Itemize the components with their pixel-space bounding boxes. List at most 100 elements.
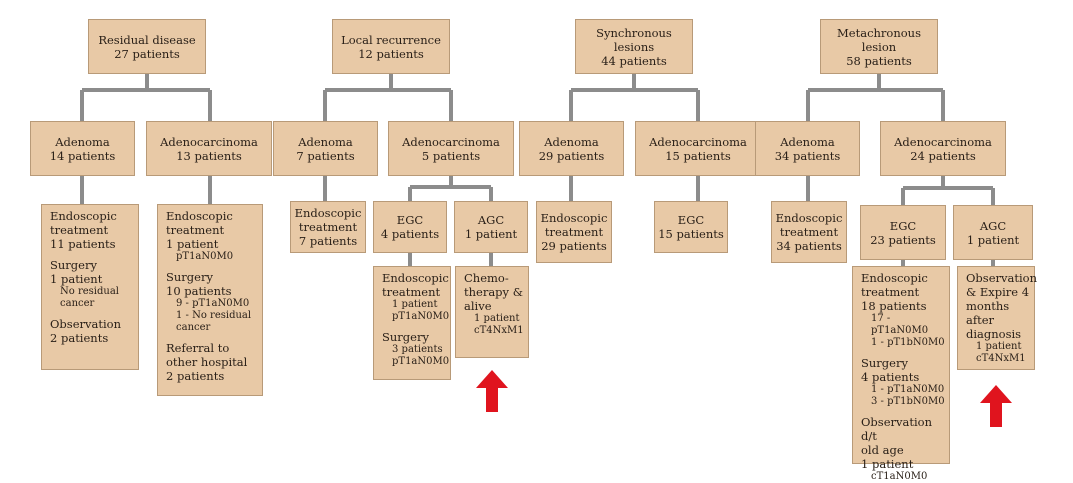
box-text-line: 27 patients xyxy=(114,46,180,61)
box-detail-line: cT4NxM1 xyxy=(976,353,1026,364)
box-detail-line: 1 - No residual xyxy=(176,310,252,321)
box-detail-line: 17 - pT1aN0M0 xyxy=(871,313,929,336)
box-text-line: treatment xyxy=(779,225,839,239)
box-text-line: 24 patients xyxy=(910,148,976,163)
box-text-line: lesion xyxy=(861,39,897,54)
box-detail-line: 1 - pT1bN0M0 xyxy=(871,337,945,348)
box-detail-line: pT1aN0M0 xyxy=(392,356,450,367)
box-text-line: Adenocarcinoma xyxy=(160,134,258,149)
box-detail-line: 1 - pT1aN0M0 xyxy=(871,384,945,395)
box-text-line: 1 patient xyxy=(464,227,518,241)
box-text-line: 2 patients xyxy=(166,369,225,383)
box-text-line: 15 patients xyxy=(665,148,731,163)
box-text-line: Metachronous xyxy=(837,25,921,40)
box-text-line: treatment xyxy=(298,220,358,234)
box-detail-line: cT1aN0M0 xyxy=(871,471,928,482)
box-detail-line: cT4NxM1 xyxy=(474,325,524,336)
spacer xyxy=(166,334,258,341)
box-text-line: 1 patient xyxy=(861,457,914,471)
box-text-line: Observation xyxy=(50,317,121,331)
box-text-line: 2 patients xyxy=(50,331,109,345)
box-detail-line: cancer xyxy=(60,298,95,309)
box-text-line: Adenocarcinoma xyxy=(649,134,747,149)
box-text-line: Endoscopic xyxy=(382,271,449,285)
box-text-line: Referral to xyxy=(166,341,230,355)
box-text-line: 5 patients xyxy=(421,148,481,163)
box-text-line: 10 patients xyxy=(166,284,232,298)
up-arrow-icon xyxy=(476,370,508,412)
spacer xyxy=(382,323,446,330)
box-text-line: 29 patients xyxy=(541,239,607,253)
spacer xyxy=(861,408,945,415)
box-text-line: Local recurrence xyxy=(341,32,441,47)
box-text-line: Observation d/t xyxy=(861,415,932,443)
box-text-line: 14 patients xyxy=(49,148,116,163)
box-text-line: diagnosis xyxy=(966,327,1022,341)
box-detail-line: cancer xyxy=(176,322,211,333)
box-text-line: AGC xyxy=(979,218,1007,233)
box-text-line: alive xyxy=(464,299,492,313)
box-detail-line: No residual xyxy=(60,286,119,297)
box-text-line: 1 patient xyxy=(966,232,1020,247)
box-text-line: AGC xyxy=(477,213,505,227)
box-text-line: treatment xyxy=(50,223,109,237)
box-detail-line: 3 patients xyxy=(392,344,443,355)
box-text-line: EGC xyxy=(677,213,705,227)
box-text-line: Adenocarcinoma xyxy=(402,134,500,149)
box-text-line: 13 patients xyxy=(176,148,242,163)
box-text-line: other hospital xyxy=(166,355,248,369)
spacer xyxy=(166,263,258,270)
box-text-line: Chemo- xyxy=(464,271,509,285)
box-text-line: treatment xyxy=(382,285,441,299)
box-detail-line: 1 patient xyxy=(474,313,520,324)
box-text-line: Observation xyxy=(966,271,1037,285)
box-text-line: months after xyxy=(966,299,1010,327)
box-text-line: therapy & xyxy=(464,285,523,299)
box-text-line: 34 patients xyxy=(776,239,842,253)
box-text-line: EGC xyxy=(889,218,917,233)
box-text-line: 34 patients xyxy=(774,148,841,163)
box-text-line: 12 patients xyxy=(358,46,424,61)
up-arrow-icon xyxy=(980,385,1012,427)
box-detail-line: 1 patient xyxy=(976,341,1022,352)
box-text-line: Adenoma xyxy=(298,134,353,149)
box-text-line: Endoscopic xyxy=(50,209,117,223)
box-detail-line: 3 - pT1bN0M0 xyxy=(871,396,945,407)
box-text-line: Adenocarcinoma xyxy=(894,134,992,149)
box-text-line: 11 patients xyxy=(50,237,116,251)
box-text-line: 58 patients xyxy=(846,53,912,68)
box-text-line: 1 patient xyxy=(50,272,103,286)
box-text-line: 4 patients xyxy=(380,227,440,241)
box-text-line: Surgery xyxy=(861,356,908,370)
box-detail-line: 1 patient xyxy=(392,299,438,310)
box-text-line: treatment xyxy=(166,223,225,237)
box-text-line: Residual disease xyxy=(98,32,196,47)
box-text-line: old age xyxy=(861,443,904,457)
box-text-line: Endoscopic xyxy=(166,209,233,223)
box-text-line: Surgery xyxy=(382,330,429,344)
box-text-line: Endoscopic xyxy=(775,211,843,225)
box-text-line: Adenoma xyxy=(55,134,110,149)
box-detail-line: pT1aN0M0 xyxy=(176,251,234,262)
box-text-line: treatment xyxy=(544,225,604,239)
box-text-line: Endoscopic xyxy=(861,271,928,285)
box-text-line: 7 patients xyxy=(296,148,355,163)
box-text-line: EGC xyxy=(396,213,424,227)
